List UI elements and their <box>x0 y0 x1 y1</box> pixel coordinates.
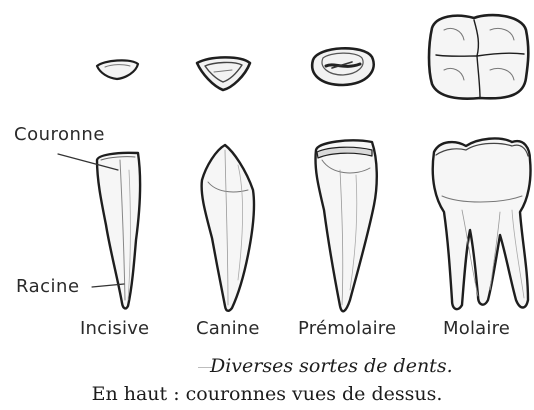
crown-label: Couronne <box>14 124 105 145</box>
incisor-top-view <box>97 60 138 79</box>
canine-side-view <box>202 145 254 311</box>
tooth-name-canine: Canine <box>196 318 260 339</box>
figure-caption-subtitle: En haut : couronnes vues de dessus. <box>0 383 534 405</box>
premolar-top-view <box>312 48 374 85</box>
tooth-name-premolar: Prémolaire <box>298 318 396 339</box>
premolar-side-view <box>315 140 376 311</box>
figure-caption-title: Diverses sortes de dents. <box>60 355 534 377</box>
canine-top-view <box>197 57 250 90</box>
tooth-name-molar: Molaire <box>443 318 510 339</box>
tooth-name-incisor: Incisive <box>80 318 149 339</box>
molar-top-view <box>429 15 528 99</box>
molar-side-view <box>433 139 531 310</box>
root-label: Racine <box>16 276 80 297</box>
